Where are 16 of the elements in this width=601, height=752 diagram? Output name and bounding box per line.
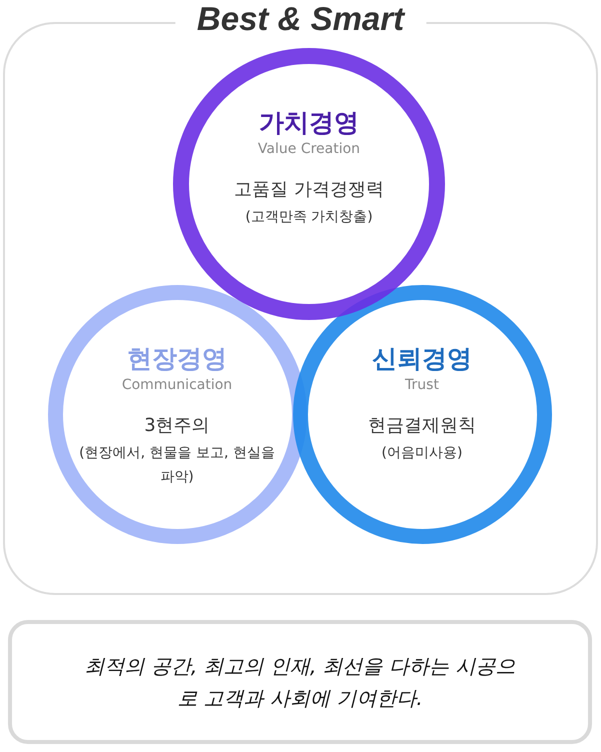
principle-note: (어음미사용) — [380, 444, 464, 463]
circle-heading: 가치경영 — [259, 107, 359, 139]
circle-heading: 신뢰경영 — [372, 343, 472, 375]
motto-text: 최적의 공간, 최고의 인재, 최선을 다하는 시공으로 고객과 사회에 기여한다. — [84, 653, 516, 712]
ring-node — [292, 284, 552, 544]
principle-text: 현금결제원칙 — [368, 414, 476, 437]
principle-note: (고객만족 가치창출) — [244, 208, 374, 227]
circle-subheading: Communication — [122, 377, 232, 393]
ring-node — [173, 48, 445, 320]
circle-subheading: Trust — [405, 377, 439, 393]
circle-heading: 현장경영 — [127, 343, 227, 375]
principle-text: 3현주의 — [144, 414, 210, 437]
principle-text: 고품질 가격경쟁력 — [234, 178, 384, 201]
principle-note: (현장에서, 현물을 보고, 현실을 파악) — [78, 444, 276, 487]
circle-subheading: Value Creation — [258, 141, 360, 157]
motto-box — [8, 620, 592, 744]
